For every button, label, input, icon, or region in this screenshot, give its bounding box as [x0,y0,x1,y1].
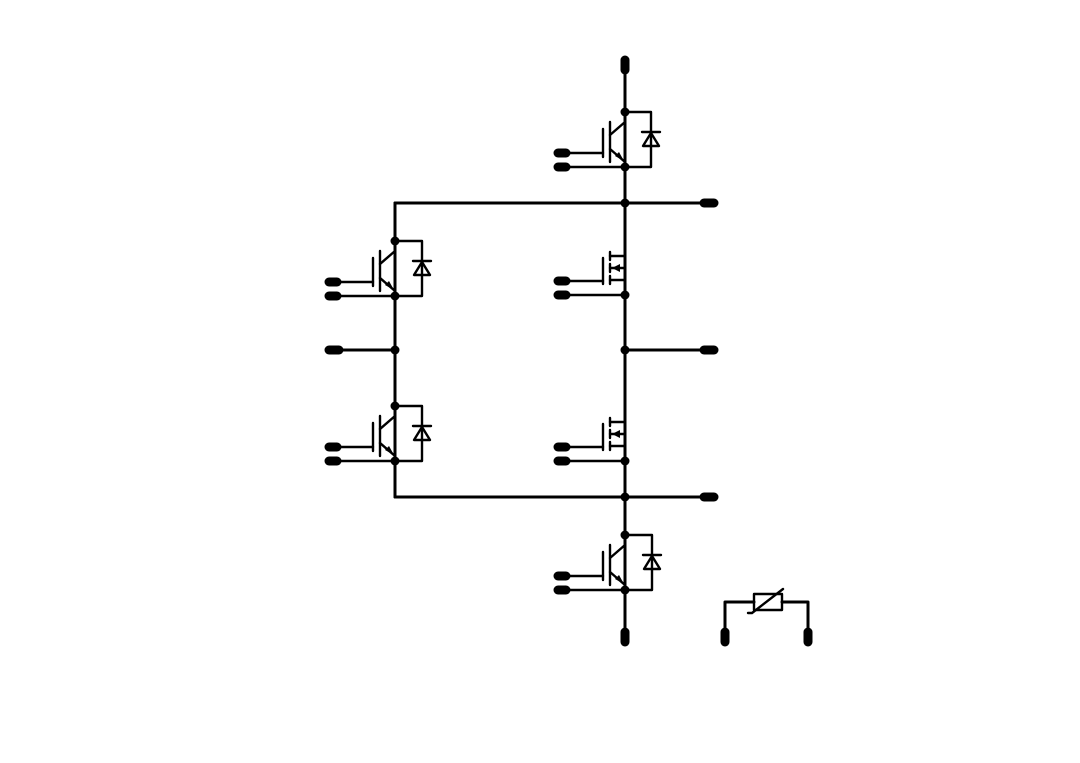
junction-dots [390,107,630,595]
mosfet-upper [560,248,627,297]
igbt-left-lower [331,404,433,463]
igbt-left-upper [331,239,433,298]
terminal-pins [324,55,813,647]
igbt-bottom [560,533,663,592]
mosfet-lower [560,414,627,463]
thermistor [723,587,810,637]
igbt-top [560,110,662,169]
